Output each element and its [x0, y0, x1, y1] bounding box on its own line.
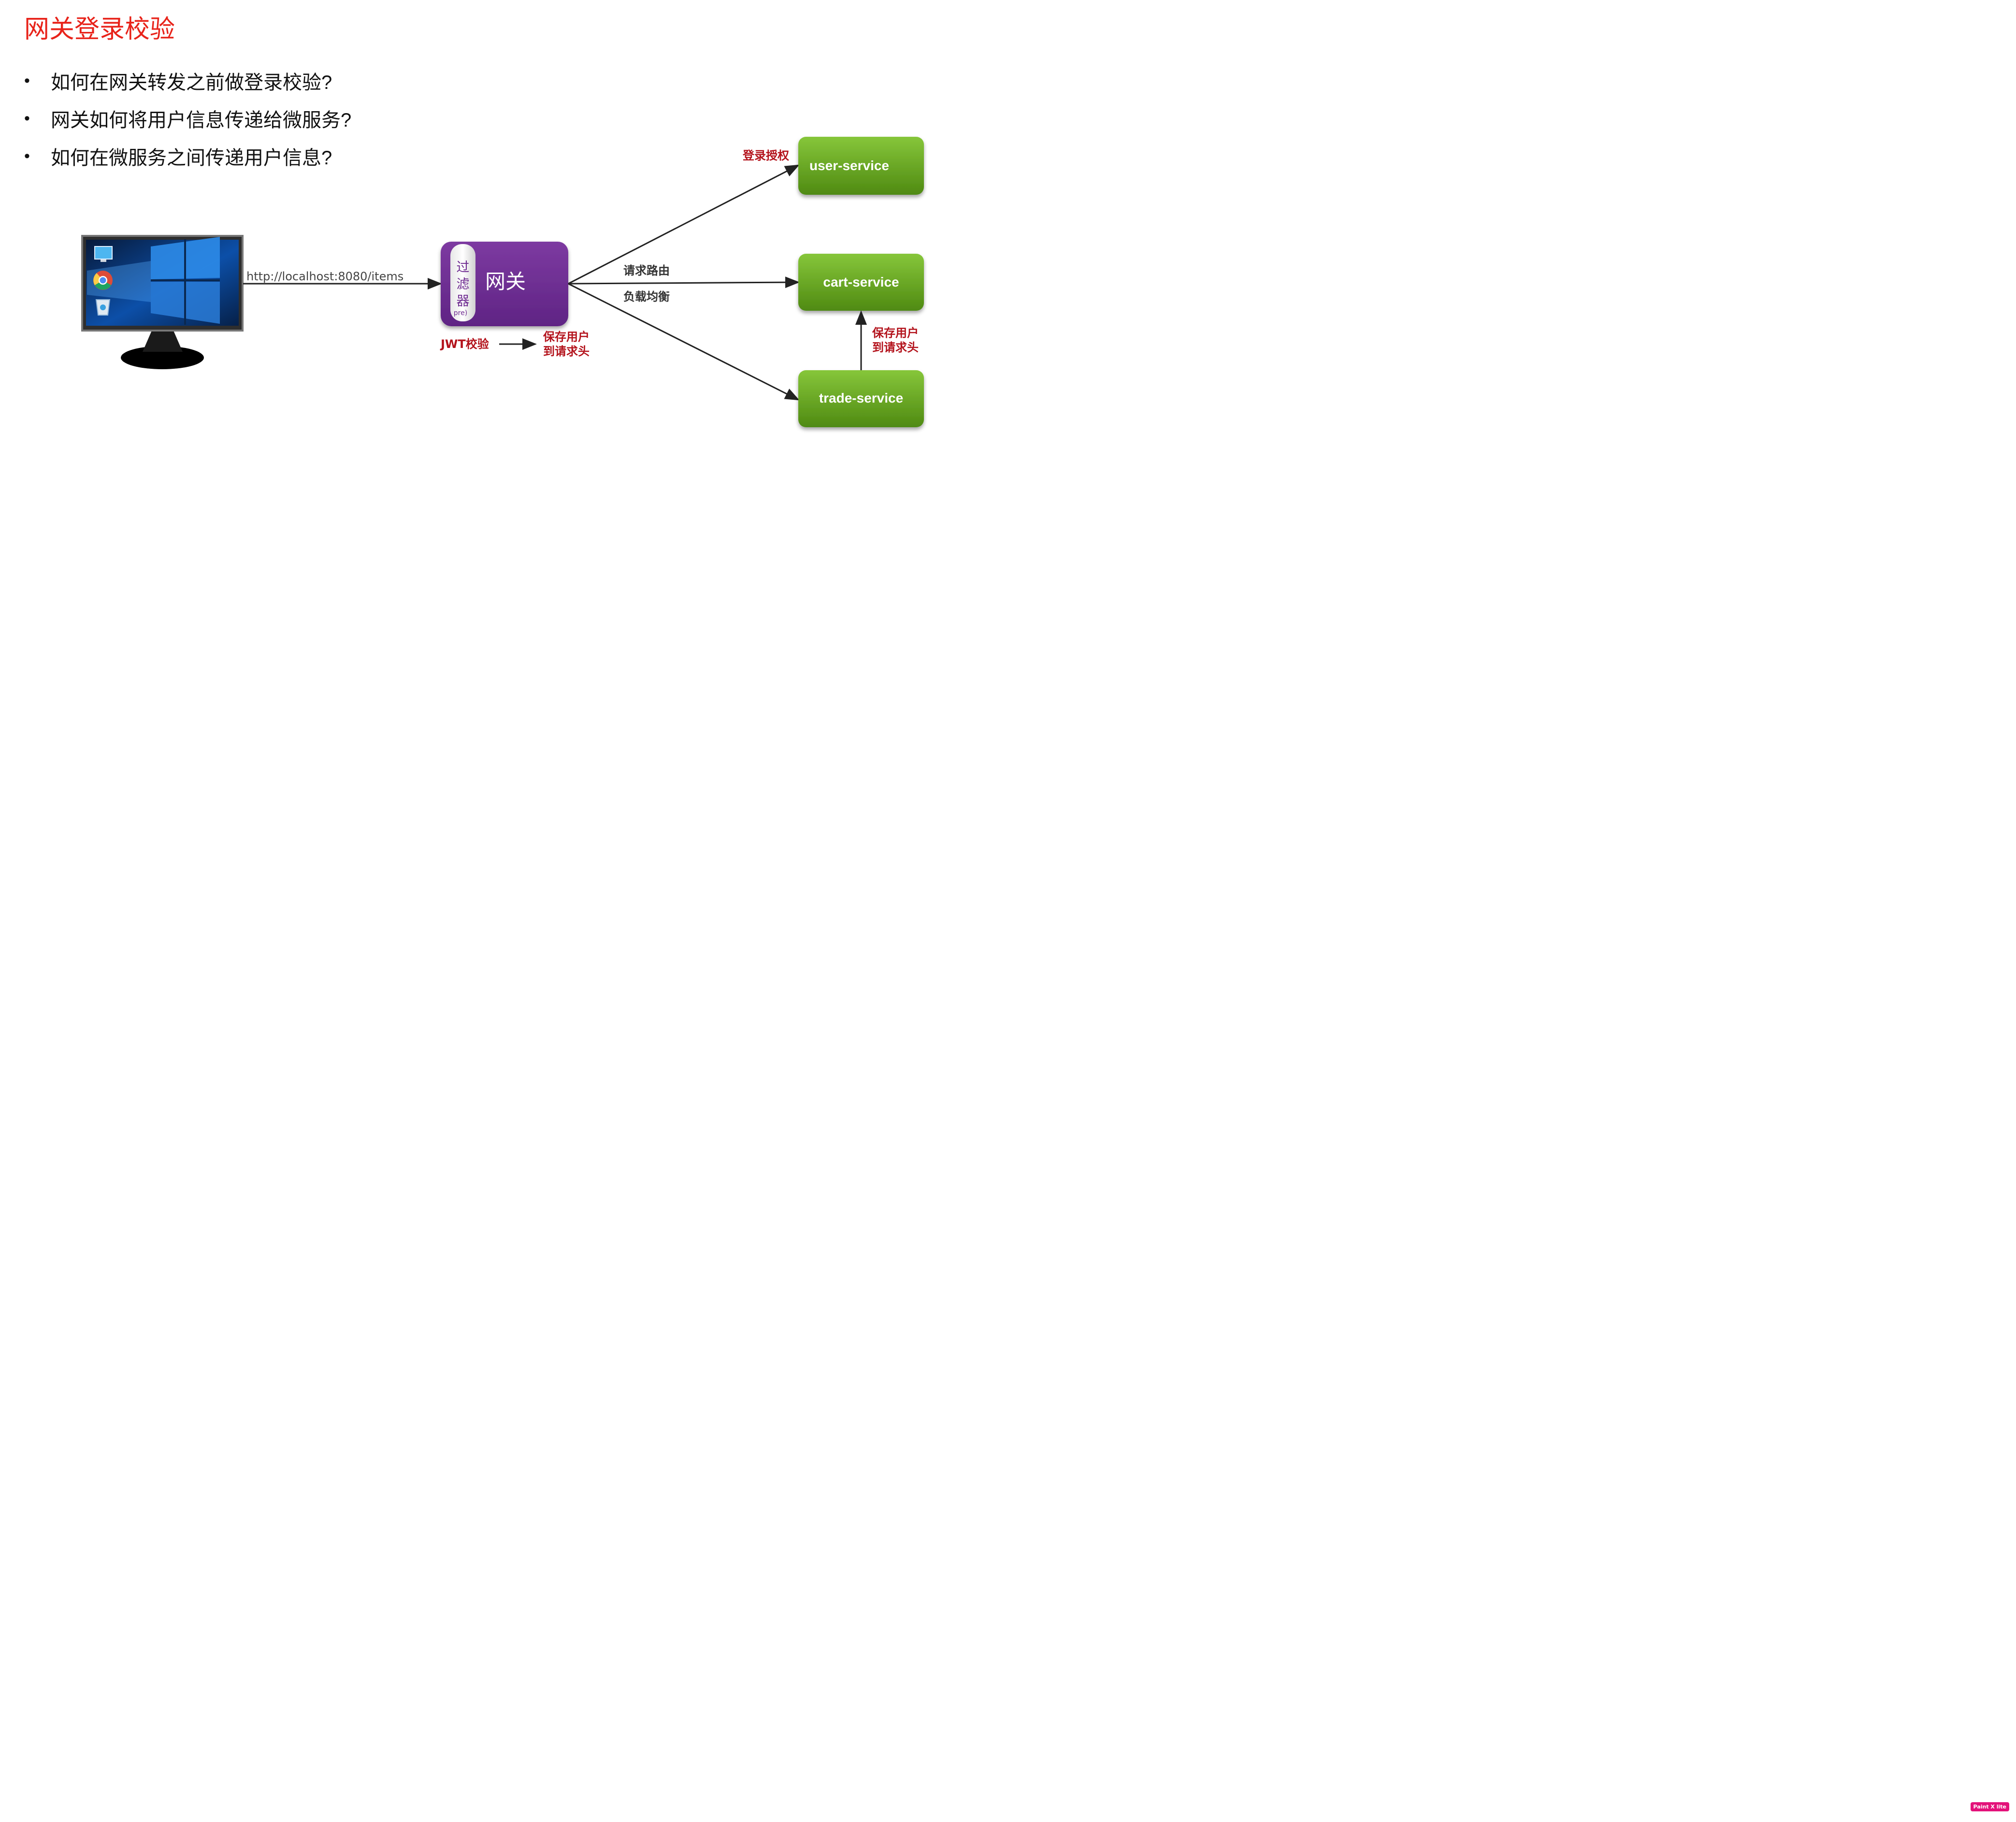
save-user-label: 到请求头 [543, 345, 590, 358]
trade-service-box: trade-service [798, 370, 924, 427]
recycle-bin-icon [95, 299, 111, 316]
app-badge: Paint X lite [1970, 1802, 2009, 1811]
bullet-item: •如何在网关转发之前做登录校验? [24, 67, 332, 95]
filter-char: 器 [457, 294, 470, 309]
computer-monitor-icon [81, 235, 244, 369]
cart-service-box: cart-service [798, 254, 924, 311]
page-title: 网关登录校验 [24, 15, 175, 43]
save-user-label-2: 到请求头 [872, 341, 919, 354]
desktop-shortcut-icon [94, 246, 113, 262]
bullet-text: 网关如何将用户信息传递给微服务? [51, 110, 352, 131]
filter-char: 过 [457, 260, 470, 275]
bullet-item: •如何在微服务之间传递用户信息? [24, 142, 332, 170]
user-service-label: user-service [809, 158, 889, 173]
chrome-icon [93, 271, 113, 290]
load-balance-label: 负载均衡 [623, 290, 670, 304]
filter-char: 滤 [457, 277, 470, 292]
url-label: http://localhost:8080/items [246, 270, 403, 283]
cart-service-label: cart-service [823, 275, 899, 289]
filter-pill [450, 244, 475, 321]
auth-label: 登录授权 [742, 149, 789, 162]
bullet-item: •网关如何将用户信息传递给微服务? [24, 104, 351, 132]
gateway-label: 网关 [485, 270, 526, 293]
jwt-check-label: JWT校验 [440, 337, 489, 351]
route-label: 请求路由 [623, 264, 670, 277]
bullet-text: 如何在网关转发之前做登录校验? [51, 72, 332, 93]
save-user-label: 保存用户 [543, 330, 590, 344]
user-service-box: user-service [798, 137, 924, 195]
route-arrow-trade [568, 283, 800, 401]
filter-sub-label: pre) [454, 309, 467, 317]
route-arrow-user [568, 164, 800, 285]
trade-service-label: trade-service [819, 390, 903, 405]
bullet-text: 如何在微服务之间传递用户信息? [51, 147, 332, 169]
route-arrow-cart [568, 276, 800, 289]
save-user-label-2: 保存用户 [872, 326, 919, 340]
